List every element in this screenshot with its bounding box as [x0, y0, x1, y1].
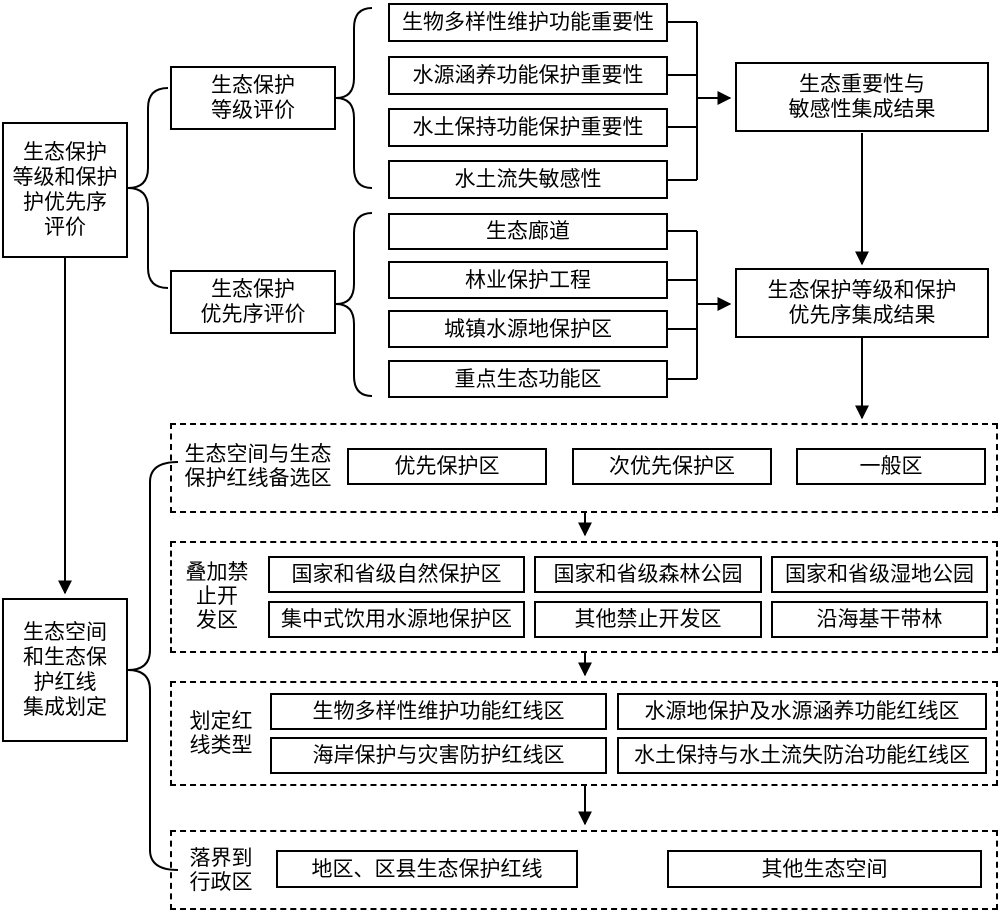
priority-item: 生态廊道 [388, 213, 668, 250]
admin-label: 落界到 行政区 [176, 844, 266, 896]
priority-eval-box: 生态保护 优先序评价 [170, 270, 336, 334]
priority-item-label: 重点生态功能区 [454, 366, 602, 391]
importance-result-text: 生态重要性与 敏感性集成结果 [788, 72, 936, 121]
grade-priority-result-text: 生态保护等级和保护 优先序集成结果 [767, 278, 957, 327]
brace-grade [335, 7, 373, 189]
delineation-root-text: 生态空间 和生态保 护红线 集成划定 [23, 620, 107, 719]
candidate-label-text: 生态空间与生态 保护红线备选区 [184, 442, 332, 490]
redline-item-label: 海岸保护与灾害防护红线区 [312, 743, 565, 767]
overlay-item-label: 国家和省级森林公园 [553, 562, 743, 586]
admin-item: 其他生态空间 [667, 850, 982, 888]
candidate-item: 次优先保护区 [572, 448, 772, 485]
priority-item-label: 城镇水源地保护区 [444, 316, 612, 341]
overlay-item: 其他禁止开发区 [534, 601, 762, 638]
grade-item: 水土流失敏感性 [388, 160, 668, 199]
grade-eval-title: 生态保护 等级评价 [211, 73, 295, 122]
grade-item-label: 生物多样性维护功能重要性 [402, 10, 654, 34]
overlay-label-text: 叠加禁 止开 发区 [185, 560, 249, 632]
grade-item-label: 水土流失敏感性 [454, 167, 602, 191]
overlay-section [170, 541, 998, 653]
redline-label-text: 划定红 线类型 [189, 709, 253, 757]
candidate-item-label: 优先保护区 [394, 454, 500, 478]
redline-item: 生物多样性维护功能红线区 [270, 693, 607, 730]
overlay-item: 沿海基干带林 [771, 601, 988, 638]
overlay-item: 国家和省级森林公园 [534, 556, 762, 593]
grade-item: 生物多样性维护功能重要性 [388, 3, 668, 42]
admin-item: 地区、区县生态保护红线 [276, 850, 578, 888]
candidate-item-label: 一般区 [859, 454, 923, 478]
redline-item: 海岸保护与灾害防护红线区 [270, 737, 607, 774]
eval-root-text: 生态保护 等级和保护 护优先序 评价 [12, 140, 118, 239]
priority-item: 重点生态功能区 [388, 360, 668, 398]
redline-item: 水源地保护及水源涵养功能红线区 [617, 693, 987, 730]
admin-label-text: 落界到 行政区 [189, 846, 253, 894]
overlay-item-label: 国家和省级湿地公园 [785, 562, 974, 586]
delineation-root-box: 生态空间 和生态保 护红线 集成划定 [2, 598, 128, 742]
redline-item: 水土保持与水土流失防治功能红线区 [617, 737, 987, 774]
candidate-item: 一般区 [796, 448, 986, 485]
brace-delineation [127, 461, 179, 871]
admin-item-label: 其他生态空间 [761, 856, 888, 881]
admin-item-label: 地区、区县生态保护红线 [311, 856, 543, 881]
grade-priority-result-box: 生态保护等级和保护 优先序集成结果 [735, 268, 989, 338]
overlay-item-label: 其他禁止开发区 [574, 607, 722, 631]
priority-item-label: 生态廊道 [486, 219, 570, 243]
redline-item-label: 水源地保护及水源涵养功能红线区 [644, 699, 960, 723]
brace-eval [127, 87, 169, 289]
candidate-section [170, 423, 998, 513]
redline-section [170, 681, 998, 786]
grade-item-label: 水源涵养功能保护重要性 [412, 63, 644, 87]
overlay-item: 国家和省级湿地公园 [771, 556, 988, 593]
redline-item-label: 水土保持与水土流失防治功能红线区 [634, 743, 970, 767]
redline-label: 划定红 线类型 [178, 706, 264, 760]
overlay-item-label: 国家和省级自然保护区 [291, 562, 502, 586]
importance-result-box: 生态重要性与 敏感性集成结果 [735, 62, 989, 132]
redline-item-label: 生物多样性维护功能红线区 [312, 699, 565, 723]
grade-eval-box: 生态保护 等级评价 [170, 66, 336, 130]
priority-item: 林业保护工程 [388, 261, 668, 299]
candidate-item: 优先保护区 [347, 448, 547, 485]
overlay-item-label: 集中式饮用水源地保护区 [281, 607, 512, 631]
overlay-label: 叠加禁 止开 发区 [174, 556, 260, 636]
overlay-item: 国家和省级自然保护区 [268, 556, 525, 593]
priority-item: 城镇水源地保护区 [388, 310, 668, 348]
priority-item-label: 林业保护工程 [465, 267, 591, 292]
eval-root-box: 生态保护 等级和保护 护优先序 评价 [2, 122, 128, 258]
admin-section [170, 830, 998, 910]
grade-item-label: 水土保持功能保护重要性 [412, 115, 644, 139]
priority-eval-title: 生态保护 优先序评价 [200, 277, 306, 326]
brace-priority [335, 212, 373, 397]
candidate-item-label: 次优先保护区 [609, 454, 735, 478]
grade-item: 水源涵养功能保护重要性 [388, 56, 668, 95]
grade-item: 水土保持功能保护重要性 [388, 108, 668, 147]
overlay-item: 集中式饮用水源地保护区 [268, 601, 525, 638]
overlay-item-label: 沿海基干带林 [816, 607, 943, 631]
candidate-label: 生态空间与生态 保护红线备选区 [176, 435, 340, 497]
